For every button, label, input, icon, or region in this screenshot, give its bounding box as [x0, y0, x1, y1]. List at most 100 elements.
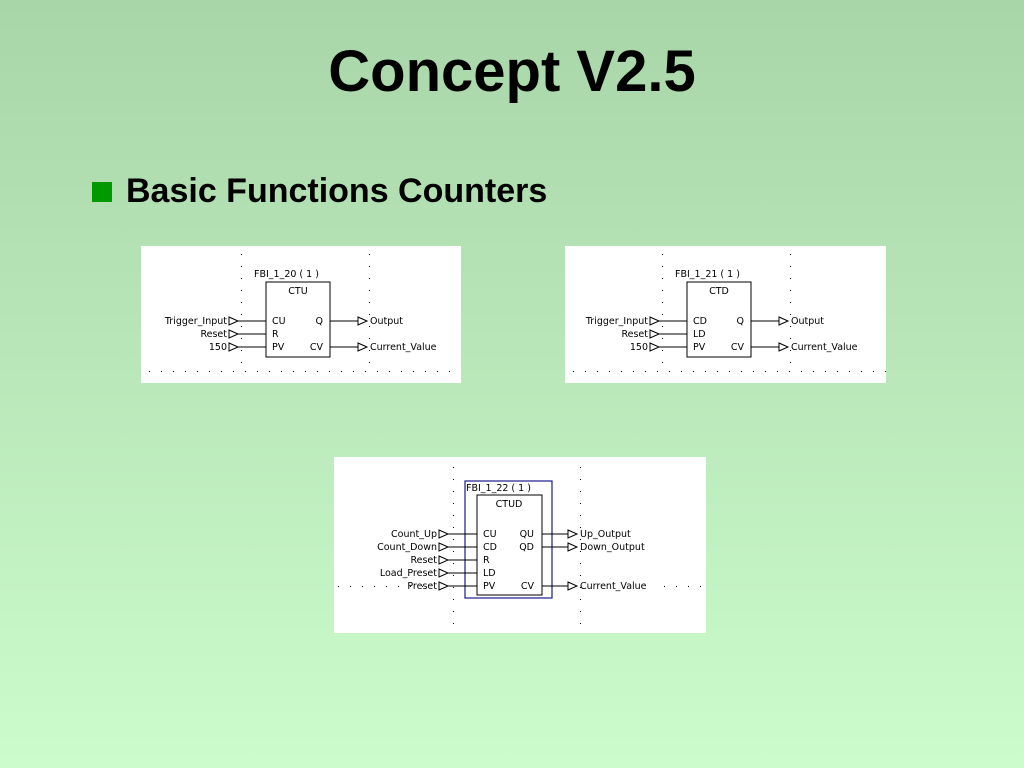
grid-dot [269, 371, 270, 372]
output-pin-label: CV [521, 581, 535, 592]
input-connector-icon [649, 329, 661, 339]
grid-dot [377, 371, 378, 372]
grid-dot [580, 491, 581, 492]
grid-dot [790, 362, 791, 363]
grid-dot [453, 563, 454, 564]
grid-dot [369, 254, 370, 255]
ctud-block[interactable] [476, 494, 543, 596]
output-pin-label: QU [520, 529, 534, 540]
grid-dot [633, 371, 634, 372]
grid-dot [580, 515, 581, 516]
grid-dot [777, 371, 778, 372]
grid-dot [369, 326, 370, 327]
output-connector-icon [567, 542, 579, 552]
ctu-block[interactable] [265, 281, 331, 358]
grid-dot [790, 290, 791, 291]
ctu-diagram: FBI_1_20 ( 1 ) CTU Trigger_Input CU Rese… [149, 254, 450, 372]
grid-dot [573, 371, 574, 372]
grid-dot [789, 371, 790, 372]
ctud-diagram: FBI_1_22 ( 1 ) CTUD Count_Up CU Count_Do… [338, 467, 701, 624]
grid-dot [580, 527, 581, 528]
output-connector-icon [778, 342, 790, 352]
input-pin-label: PV [483, 581, 496, 592]
grid-dot [453, 479, 454, 480]
input-pin-label: R [272, 329, 279, 340]
grid-dot [197, 371, 198, 372]
output-connector-icon [357, 316, 369, 326]
grid-dot [717, 371, 718, 372]
grid-dot [369, 302, 370, 303]
ctud-diagram-panel: FBI_1_22 ( 1 ) CTUD Count_Up CU Count_Do… [334, 457, 706, 633]
grid-dot [453, 599, 454, 600]
grid-dot [221, 371, 222, 372]
grid-dot [765, 371, 766, 372]
input-var-label: Count_Down [377, 542, 437, 553]
grid-dot [413, 371, 414, 372]
grid-dot [790, 278, 791, 279]
output-var-label: Current_Value [370, 342, 437, 353]
input-var-label: Preset [407, 581, 437, 592]
selection-frame[interactable] [464, 480, 553, 599]
grid-dot [369, 362, 370, 363]
grid-dot [350, 586, 351, 587]
grid-dot [645, 371, 646, 372]
input-connector-icon [438, 581, 450, 591]
grid-dot [365, 371, 366, 372]
grid-dot [664, 586, 665, 587]
input-connector-icon [438, 529, 450, 539]
grid-dot [293, 371, 294, 372]
input-pin-label: PV [693, 342, 706, 353]
grid-dot [580, 575, 581, 576]
input-pin-label: CD [483, 542, 497, 553]
grid-dot [401, 371, 402, 372]
grid-dot [861, 371, 862, 372]
grid-dot [693, 371, 694, 372]
grid-dot [580, 503, 581, 504]
grid-dots [149, 254, 450, 372]
grid-dot [241, 302, 242, 303]
input-var-label: Load_Preset [380, 568, 437, 579]
bullet-square-icon [92, 181, 112, 202]
grid-dot [790, 302, 791, 303]
ctd-block[interactable] [686, 281, 752, 358]
input-connector-icon [228, 342, 240, 352]
grid-dot [369, 314, 370, 315]
grid-dot [453, 527, 454, 528]
grid-dot [580, 563, 581, 564]
grid-dot [662, 266, 663, 267]
input-var-label: Reset [621, 329, 648, 340]
output-var-label: Up_Output [580, 529, 631, 540]
grid-dot [753, 371, 754, 372]
output-var-label: Down_Output [580, 542, 645, 553]
grid-dot [410, 586, 411, 587]
input-connector-icon [649, 316, 661, 326]
grid-dot [580, 539, 581, 540]
grid-dot [241, 278, 242, 279]
grid-dot [449, 371, 450, 372]
grid-dot [369, 338, 370, 339]
grid-dot [369, 266, 370, 267]
output-pin-label: CV [731, 342, 745, 353]
ctud-type-label: CTUD [496, 499, 523, 510]
grid-dot [580, 587, 581, 588]
grid-dot [580, 551, 581, 552]
grid-dot [662, 254, 663, 255]
output-var-label: Output [370, 316, 403, 327]
grid-dot [362, 586, 363, 587]
grid-dot [790, 254, 791, 255]
grid-dot [209, 371, 210, 372]
grid-dot [849, 371, 850, 372]
grid-dot [453, 467, 454, 468]
grid-dot [173, 371, 174, 372]
grid-dot [281, 371, 282, 372]
input-connector-icon [438, 542, 450, 552]
grid-dot [700, 586, 701, 587]
grid-dot [241, 362, 242, 363]
grid-dot [233, 371, 234, 372]
grid-dot [317, 371, 318, 372]
output-var-label: Output [791, 316, 824, 327]
grid-dot [873, 371, 874, 372]
grid-dot [453, 575, 454, 576]
slide-title: Concept V2.5 [328, 39, 696, 104]
grid-dot [609, 371, 610, 372]
